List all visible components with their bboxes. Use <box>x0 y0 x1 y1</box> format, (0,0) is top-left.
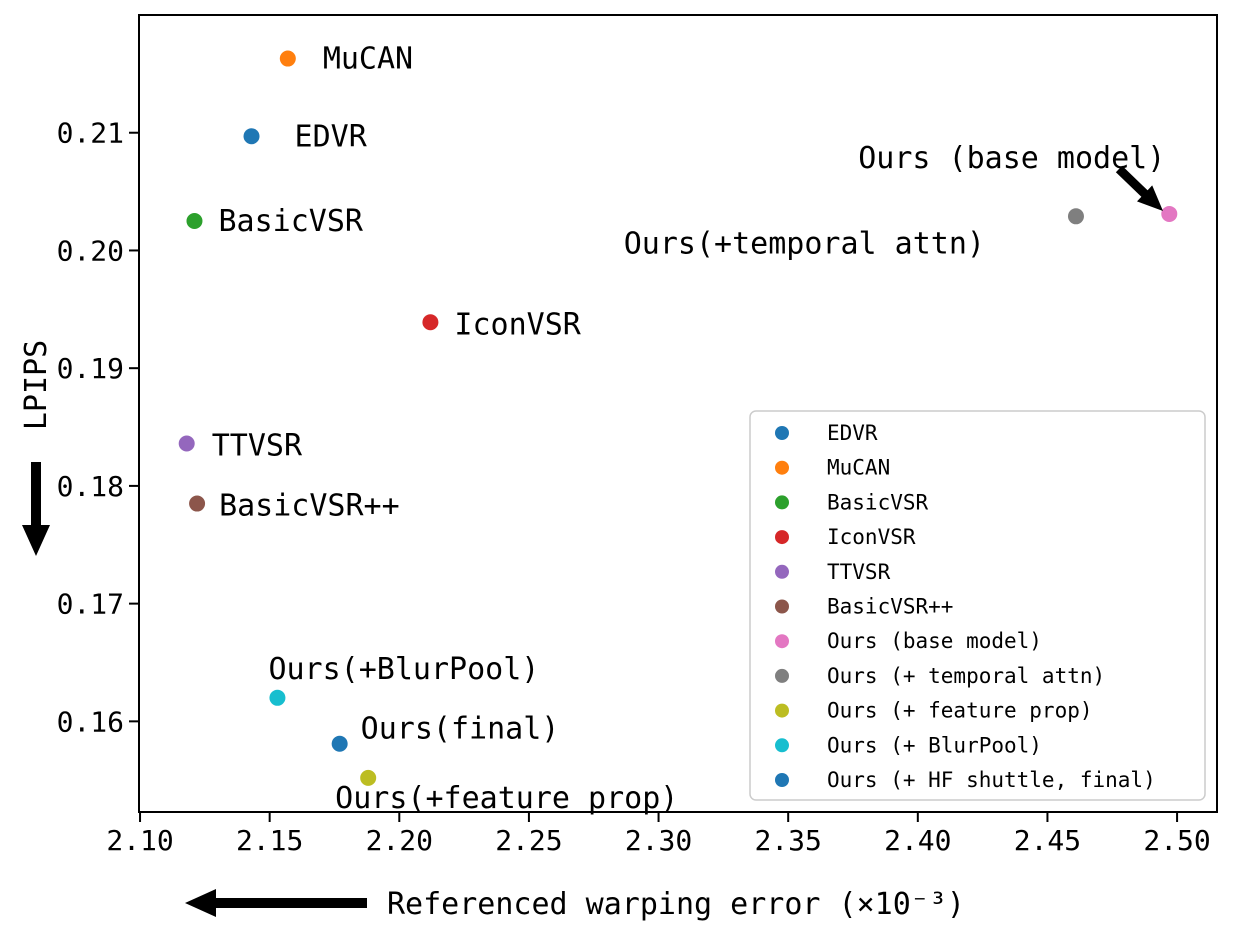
legend-marker-ours-temporal-attn <box>775 668 789 683</box>
legend-label-ours-blurpool: Ours (+ BlurPool) <box>827 733 1042 757</box>
y-tick-label: 0.21 <box>57 117 124 150</box>
point-ttvsr <box>178 435 195 452</box>
plot-frame <box>138 14 1218 813</box>
legend-label-ttvsr: TTVSR <box>827 560 891 584</box>
legend-label-basicvsr: BasicVSR <box>827 490 929 514</box>
y-tick-label: 0.20 <box>57 234 124 267</box>
point-label-ours-temporal-attn: Ours(+temporal attn) <box>624 226 985 261</box>
x-tick-label: 2.40 <box>884 824 951 857</box>
legend-marker-ours-hf-shuttle-final <box>775 773 789 787</box>
legend-label-iconvsr: IconVSR <box>827 525 916 549</box>
point-basicvsr <box>189 495 206 512</box>
x-tick-label: 2.25 <box>495 824 562 857</box>
point-ours-temporal-attn <box>1067 208 1084 225</box>
legend-marker-ttvsr <box>775 564 789 579</box>
legend-marker-ours-base-model <box>775 634 789 649</box>
point-label-ours-blurpool: Ours(+BlurPool) <box>268 652 539 687</box>
point-label-basicvsr: BasicVSR <box>218 204 363 239</box>
point-ours-hf-shuttle-final <box>331 735 348 752</box>
legend-box <box>749 410 1206 801</box>
point-ours-feature-prop <box>360 769 377 786</box>
point-label-ttvsr: TTVSR <box>212 429 303 464</box>
x-tick-label: 2.20 <box>366 824 433 857</box>
point-ours-blurpool <box>269 689 286 706</box>
point-label-ours-base-model: Ours (base model) <box>858 141 1165 176</box>
x-tick-label: 2.10 <box>106 824 173 857</box>
x-tick-label: 2.50 <box>1143 824 1210 857</box>
point-label-iconvsr: IconVSR <box>454 307 581 342</box>
x-tick-label: 2.30 <box>625 824 692 857</box>
y-tick-label: 0.19 <box>57 352 124 385</box>
point-label-edvr: EDVR <box>295 119 368 154</box>
legend-label-edvr: EDVR <box>827 421 878 445</box>
legend-label-basicvsr: BasicVSR++ <box>827 595 953 619</box>
base-model-pointer-arrow <box>1115 165 1163 211</box>
legend-label-ours-base-model: Ours (base model) <box>827 629 1042 653</box>
legend-marker-basicvsr <box>775 599 789 614</box>
x-tick-label: 2.15 <box>236 824 303 857</box>
legend-label-mucan: MuCAN <box>827 456 890 480</box>
legend-marker-ours-blurpool <box>775 738 789 753</box>
legend-marker-basicvsr <box>775 495 789 510</box>
y-axis-down-arrow <box>22 462 50 556</box>
legend-label-ours-temporal-attn: Ours (+ temporal attn) <box>827 664 1105 688</box>
legend-marker-edvr <box>775 426 789 440</box>
point-ours-base-model <box>1161 205 1178 222</box>
point-mucan <box>279 50 296 67</box>
legend-marker-mucan <box>775 460 789 475</box>
point-label-ours-feature-prop: Ours(+feature prop) <box>335 781 678 816</box>
legend-marker-iconvsr <box>775 530 789 545</box>
y-tick-label: 0.16 <box>57 705 124 738</box>
y-tick-label: 0.17 <box>57 588 124 621</box>
legend-marker-ours-feature-prop <box>775 703 789 718</box>
x-tick-label: 2.45 <box>1014 824 1081 857</box>
point-label-ours-hf-shuttle-final: Ours(final) <box>361 712 560 747</box>
x-axis-left-arrow <box>185 889 367 917</box>
point-label-basicvsr: BasicVSR++ <box>219 489 400 524</box>
plot-content: 2.10 2.15 2.20 2.25 2.30 2.35 2.40 2.45 2.50 0.21… <box>57 42 1211 857</box>
point-basicvsr <box>186 213 203 230</box>
x-tick-label: 2.35 <box>754 824 821 857</box>
point-iconvsr <box>422 314 439 331</box>
y-axis-label: LPIPS <box>19 340 54 430</box>
legend-label-ours-hf-shuttle-final: Ours (+ HF shuttle, final) <box>827 768 1156 792</box>
legend-label-ours-feature-prop: Ours (+ feature prop) <box>827 699 1093 723</box>
point-edvr <box>243 128 260 145</box>
y-tick-label: 0.18 <box>57 470 124 503</box>
point-label-mucan: MuCAN <box>323 42 413 77</box>
x-axis-label: Referenced warping error (×10⁻³) <box>387 887 965 922</box>
